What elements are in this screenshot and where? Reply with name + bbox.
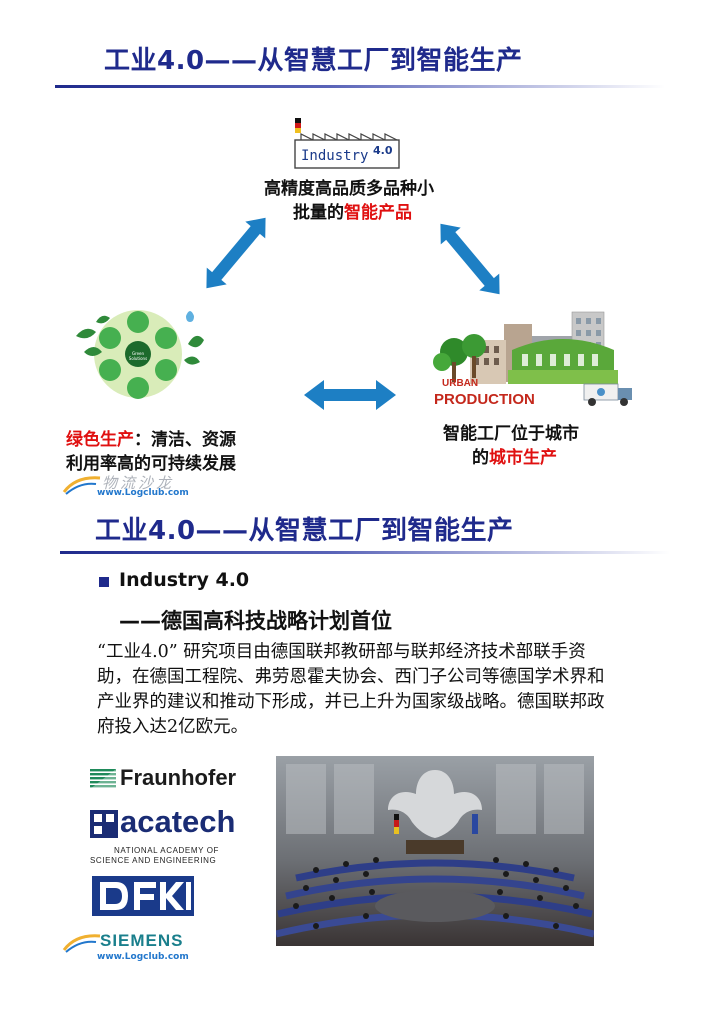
bullet-square-icon xyxy=(99,577,109,587)
fraunhofer-text: Fraunhofer xyxy=(120,765,236,791)
right-caption-line2: 的城市生产 xyxy=(472,446,557,470)
dfki-logo xyxy=(92,876,194,916)
acatech-sub-1: NATIONAL ACADEMY OF xyxy=(114,846,219,856)
production-label: PRODUCTION xyxy=(434,391,535,408)
urban-label: URBAN xyxy=(442,378,478,389)
slide2-title: 工业4.0——从智慧工厂到智能生产 xyxy=(95,510,514,547)
smart-product-highlight: 智能产品 xyxy=(344,203,412,223)
watermark-url-1: www.Logclub.com xyxy=(97,488,189,498)
acatech-sub-2: SCIENCE AND ENGINEERING xyxy=(90,856,216,866)
fraunhofer-mark-icon xyxy=(90,769,116,789)
left-caption-line1: 绿色生产：清洁、资源 xyxy=(66,428,236,452)
top-caption-line2: 批量的智能产品 xyxy=(293,201,412,225)
slide1-title-rule xyxy=(55,85,665,88)
industry40-logo-text: Industry xyxy=(301,148,368,164)
urban-production-illustration: URBAN PRODUCTION xyxy=(432,300,642,412)
industry40-logo: Industry 4.0 xyxy=(293,116,405,172)
arrow-bottom-horizontal xyxy=(302,378,398,412)
siemens-logo: SIEMENS xyxy=(100,931,184,951)
green-production-highlight: 绿色生产 xyxy=(66,430,134,450)
arrow-top-right xyxy=(432,216,508,302)
svg-text:Solutions: Solutions xyxy=(129,356,147,361)
watermark-swoosh-icon xyxy=(62,472,102,496)
acatech-mark-icon xyxy=(90,810,118,838)
watermark-url-2: www.Logclub.com xyxy=(97,952,189,962)
svg-text:4.0: 4.0 xyxy=(373,144,393,157)
slide2-title-rule xyxy=(60,551,670,554)
arrow-top-left xyxy=(198,210,274,296)
bullet-heading: Industry 4.0 xyxy=(119,569,249,591)
acatech-text: acatech xyxy=(120,804,235,840)
urban-production-highlight: 城市生产 xyxy=(489,448,557,468)
watermark-swoosh-icon-2 xyxy=(62,930,102,954)
top-caption-line1: 高精度高品质多品种小 xyxy=(264,177,434,201)
bundestag-photo xyxy=(276,756,594,946)
right-caption-line1: 智能工厂位于城市 xyxy=(443,422,579,446)
slide1-title: 工业4.0——从智慧工厂到智能生产 xyxy=(104,40,523,77)
body-paragraph: “工业4.0” 研究项目由德国联邦教研部与联邦经济技术部联手资助，在德国工程院、… xyxy=(97,640,617,740)
subheading: ——德国高科技战略计划首位 xyxy=(119,605,392,635)
green-production-diagram: Green Solutions xyxy=(66,296,206,414)
